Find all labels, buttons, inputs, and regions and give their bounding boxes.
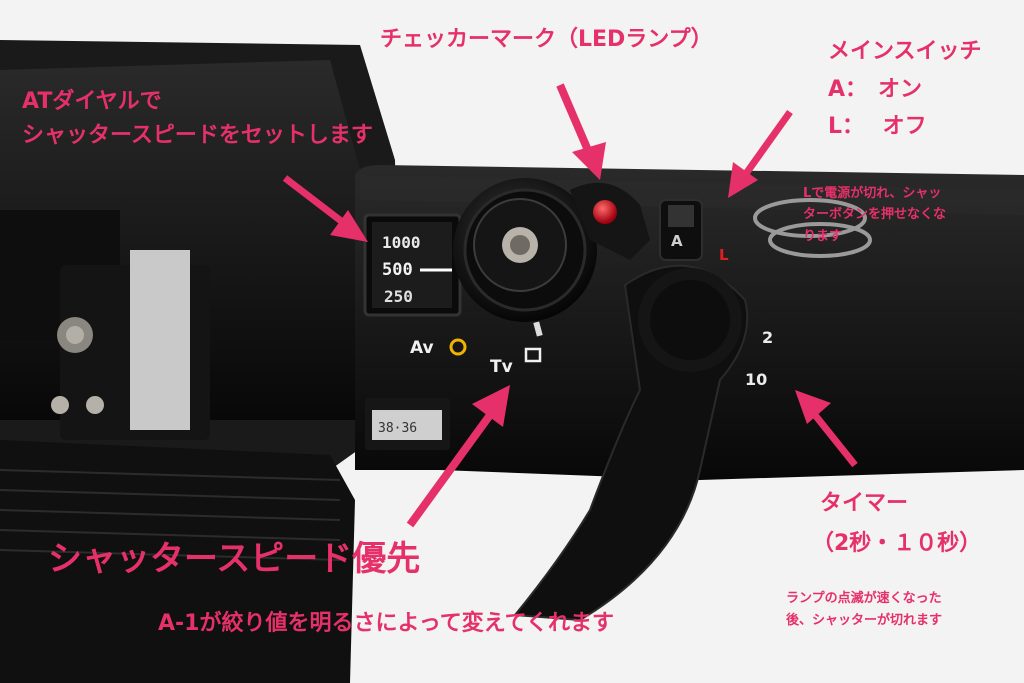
at-dial-line-1: ATダイヤルで bbox=[22, 89, 162, 114]
av-label: Av bbox=[410, 338, 434, 358]
main-switch-note: Lで電源が切れ、シャッ ターボタンを押せなくな ります bbox=[803, 183, 946, 247]
camera-grip bbox=[0, 440, 355, 683]
arrow-main-switch bbox=[728, 109, 793, 198]
main-switch-l: L： オフ bbox=[828, 114, 927, 139]
at-dial-annotation: ATダイヤルで シャッタースピードをセットします bbox=[22, 88, 373, 149]
main-switch-note-3: ります bbox=[803, 228, 843, 244]
arrow-timer bbox=[795, 390, 858, 468]
timer-note: ランプの点滅が速くなった 後、シャッターが切れます bbox=[786, 588, 942, 632]
timer-note-1: ランプの点滅が速くなった bbox=[786, 591, 942, 606]
speed-500: 500 bbox=[382, 260, 413, 280]
main-switch-a: A： オン bbox=[828, 76, 923, 102]
led-lamp bbox=[593, 200, 617, 224]
av-mark bbox=[449, 338, 467, 356]
main-switch-title: メインスイッチ bbox=[828, 39, 982, 64]
timer-note-2: 後、シャッターが切れます bbox=[786, 613, 943, 629]
arrow-shutter-priority bbox=[406, 385, 510, 528]
speed-250: 250 bbox=[384, 287, 413, 306]
switch-l-label: L bbox=[719, 246, 729, 264]
switch-a-label: A bbox=[671, 232, 683, 250]
timer-title: タイマー bbox=[820, 491, 909, 516]
timer-sub: （2秒・１０秒） bbox=[812, 530, 982, 556]
arrow-led bbox=[556, 83, 606, 180]
timer-10-label: 10 bbox=[745, 370, 767, 389]
main-switch-annotation: メインスイッチ A： オン L： オフ bbox=[828, 38, 982, 141]
shutter-priority-annotation: シャッタースピード優先 bbox=[48, 539, 421, 579]
speed-1000: 1000 bbox=[382, 233, 421, 252]
strap-lug bbox=[753, 198, 872, 258]
timer-annotation: タイマー （2秒・１０秒） bbox=[812, 490, 981, 557]
aperture-note: A-1が絞り値を明るさによって変えてくれます bbox=[158, 611, 614, 636]
tv-mark bbox=[524, 347, 542, 363]
film-counter-text: 38·36 bbox=[378, 421, 417, 436]
timer-2-label: 2 bbox=[762, 328, 773, 347]
checker-mark-annotation: チェッカーマーク（LEDランプ） bbox=[380, 27, 713, 52]
at-dial-line-2: シャッタースピードをセットします bbox=[22, 122, 373, 148]
main-switch-note-1: Lで電源が切れ、シャッ bbox=[803, 186, 942, 201]
tv-label: Tv bbox=[490, 357, 513, 377]
arrow-at-dial bbox=[282, 175, 368, 242]
main-switch-note-2: ターボタンを押せなくな bbox=[803, 207, 947, 223]
